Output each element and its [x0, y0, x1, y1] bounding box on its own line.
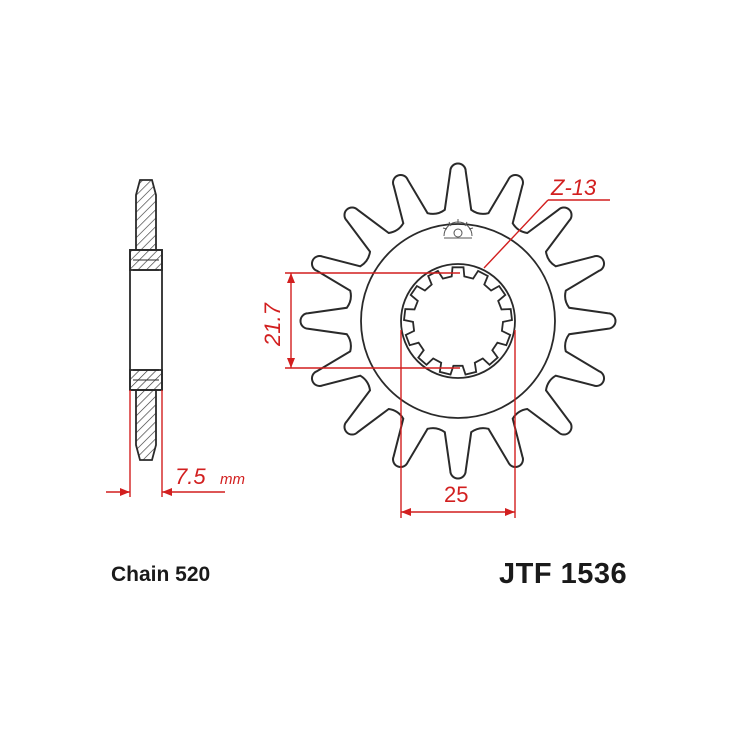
spline-diameter-dimension — [285, 272, 460, 369]
side-hub — [129, 249, 163, 391]
width-value-text: 7.5 — [175, 464, 206, 489]
side-upper-tooth — [135, 179, 157, 251]
sprocket-bore-ring — [400, 263, 516, 379]
width-unit-text: mm — [220, 471, 245, 488]
side-lower-tooth — [135, 389, 157, 461]
spline-teeth-leader — [483, 199, 610, 269]
jt-logo-icon — [442, 219, 474, 239]
chain-size-label: Chain 520 — [111, 563, 211, 586]
spline-outline — [403, 266, 513, 376]
spline-diameter-text: 21.7 — [260, 302, 285, 347]
sprocket-front-view — [299, 162, 617, 480]
spline-teeth-text: Z-13 — [550, 175, 597, 200]
side-view — [129, 179, 163, 461]
bore-diameter-text: 25 — [444, 482, 468, 507]
bore-diameter-dimension — [400, 330, 516, 518]
width-dimension — [106, 390, 225, 497]
part-number-label: JTF 1536 — [499, 558, 628, 590]
